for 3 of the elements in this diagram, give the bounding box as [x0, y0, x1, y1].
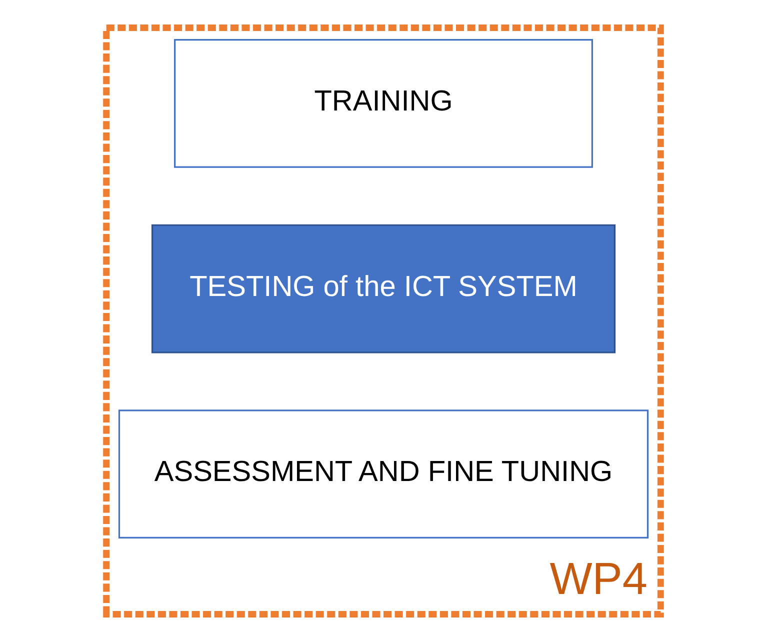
node-box: ASSESSMENT AND FINE TUNING — [118, 410, 648, 539]
node-box: TRAINING — [174, 39, 592, 168]
node-box: TESTING of the ICT SYSTEM — [150, 224, 616, 354]
